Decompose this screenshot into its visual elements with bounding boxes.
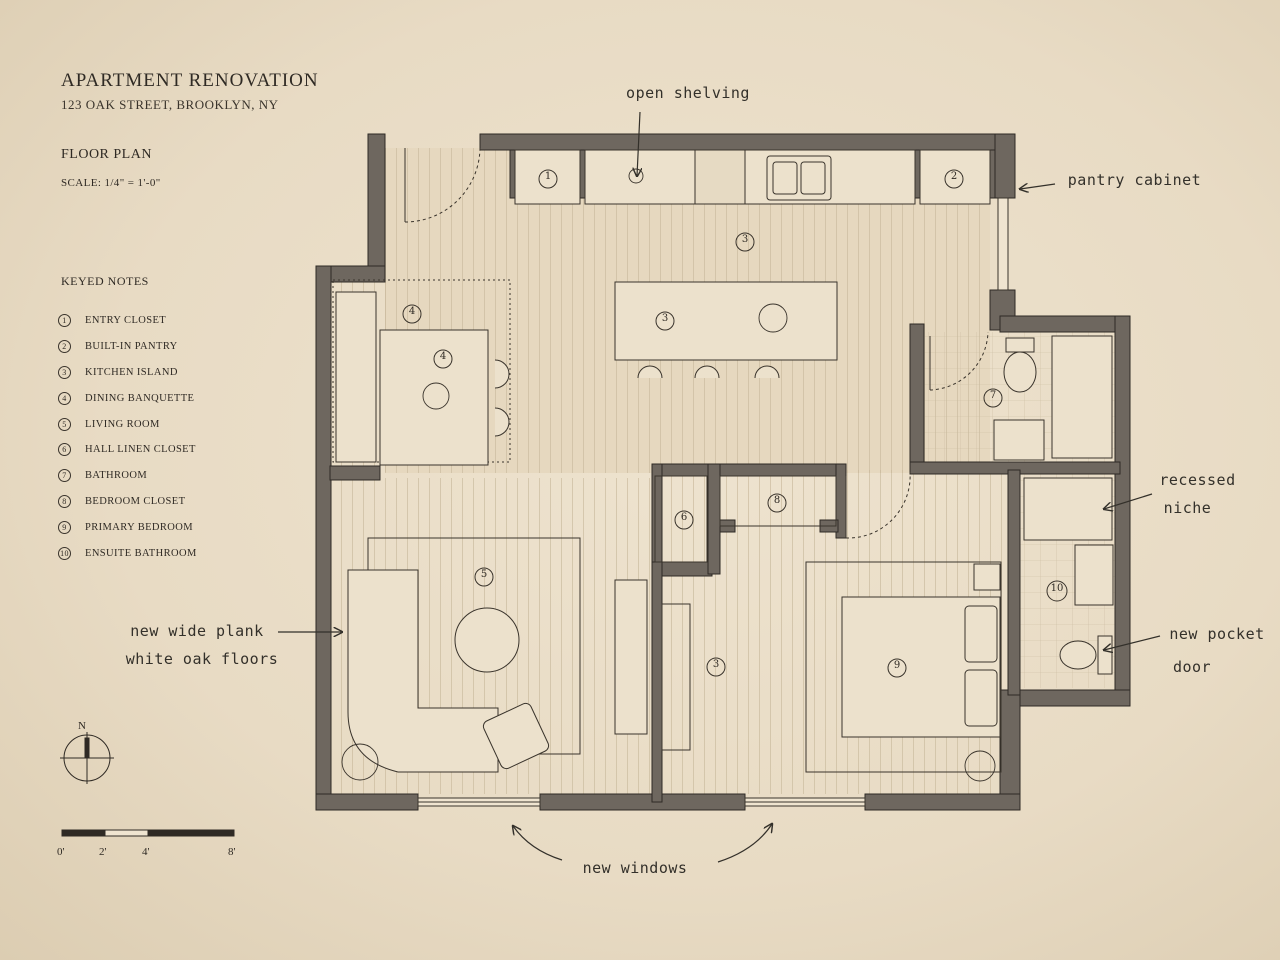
keyed-note-item: 5 LIVING ROOM (58, 411, 197, 437)
keyed-note-item: 1 ENTRY CLOSET (58, 308, 197, 334)
annotation-floors-line1: new wide plank (130, 622, 264, 640)
note-label: LIVING ROOM (85, 418, 160, 430)
keyed-notes-list: 1 ENTRY CLOSET 2 BUILT-IN PANTRY 3 KITCHEN … (58, 308, 197, 566)
note-number: 1 (58, 314, 71, 328)
note-number: 6 (58, 443, 71, 457)
bedroom-furniture (805, 561, 1002, 773)
note-label: BUILT-IN PANTRY (85, 341, 178, 353)
door-swings (404, 147, 989, 539)
plan-tag: 4 (408, 306, 416, 317)
scale-tick: 0' (57, 846, 65, 858)
plan-tag: 3 (741, 234, 749, 245)
windows (417, 197, 1009, 807)
plan-tag: 6 (680, 512, 688, 523)
kitchen-cabinets (514, 149, 991, 379)
scale-tick: 4' (142, 846, 150, 858)
note-label: ENSUITE BATHROOM (85, 547, 197, 559)
annotation-pocket-door-line1: new pocket (1169, 625, 1265, 643)
plan-tag: 2 (950, 171, 958, 182)
scale-tick: 2' (99, 846, 107, 858)
annotation-pocket-door-line2: door (1172, 658, 1212, 676)
note-number: 10 (58, 546, 71, 560)
annotation-floors-line2: white oak floors (125, 650, 279, 668)
keyed-note-item: 6 HALL LINEN CLOSET (58, 437, 197, 463)
plan-label: FLOOR PLAN (61, 147, 152, 162)
annotation-recessed-niche-line2: niche (1163, 499, 1212, 517)
plan-tag-circles (402, 169, 1068, 678)
plan-tag: 9 (893, 660, 901, 671)
living-room-furniture (347, 537, 581, 773)
note-number: 4 (58, 391, 71, 405)
keyed-note-item: 9 PRIMARY BEDROOM (58, 514, 197, 540)
plan-tag: 3 (661, 313, 669, 324)
keyed-note-item: 3 KITCHEN ISLAND (58, 360, 197, 386)
note-number: 7 (58, 469, 71, 483)
annotation-new-windows: new windows (582, 859, 688, 877)
note-number: 2 (58, 340, 71, 354)
sheet-address: 123 OAK STREET, BROOKLYN, NY (61, 97, 279, 112)
note-number: 5 (58, 417, 71, 431)
plan-tag: 7 (989, 390, 997, 401)
keyed-note-item: 2 BUILT-IN PANTRY (58, 334, 197, 360)
note-label: HALL LINEN CLOSET (85, 444, 196, 456)
keyed-note-item: 7 BATHROOM (58, 463, 197, 489)
plan-tag: 3 (712, 659, 720, 670)
note-label: BATHROOM (85, 470, 148, 482)
note-label: BEDROOM CLOSET (85, 495, 186, 507)
annotation-arrows (278, 111, 1161, 863)
annotation-recessed-niche-line1: recessed (1159, 471, 1236, 489)
plan-tag: 8 (773, 495, 781, 506)
annotation-open-shelving: open shelving (626, 84, 750, 102)
bathroom-fixtures (993, 335, 1114, 675)
north-arrow-icon (60, 732, 114, 784)
note-number: 9 (58, 520, 71, 534)
scale-label: SCALE: 1/4" = 1'-0" (61, 177, 161, 189)
note-label: ENTRY CLOSET (85, 315, 167, 327)
plan-tag: 10 (1050, 583, 1064, 594)
note-label: DINING BANQUETTE (85, 392, 195, 404)
north-label: N (78, 720, 86, 732)
hall-furniture (614, 475, 837, 751)
note-label: KITCHEN ISLAND (85, 366, 178, 378)
note-label: PRIMARY BEDROOM (85, 521, 194, 533)
sheet-title: APARTMENT RENOVATION (61, 70, 319, 91)
dining-banquette (332, 279, 511, 466)
plan-tag: 1 (544, 171, 552, 182)
scale-tick: 8' (228, 846, 236, 858)
plan-tag: 5 (480, 569, 488, 580)
note-number: 8 (58, 494, 71, 508)
keyed-notes-heading: KEYED NOTES (61, 274, 149, 288)
keyed-note-item: 4 DINING BANQUETTE (58, 385, 197, 411)
plan-tag: 4 (439, 351, 447, 362)
annotation-pantry-cabinet: pantry cabinet (1067, 171, 1202, 189)
note-number: 3 (58, 365, 71, 379)
scale-bar (61, 829, 235, 837)
keyed-note-item: 8 BEDROOM CLOSET (58, 489, 197, 515)
keyed-note-item: 10 ENSUITE BATHROOM (58, 540, 197, 566)
